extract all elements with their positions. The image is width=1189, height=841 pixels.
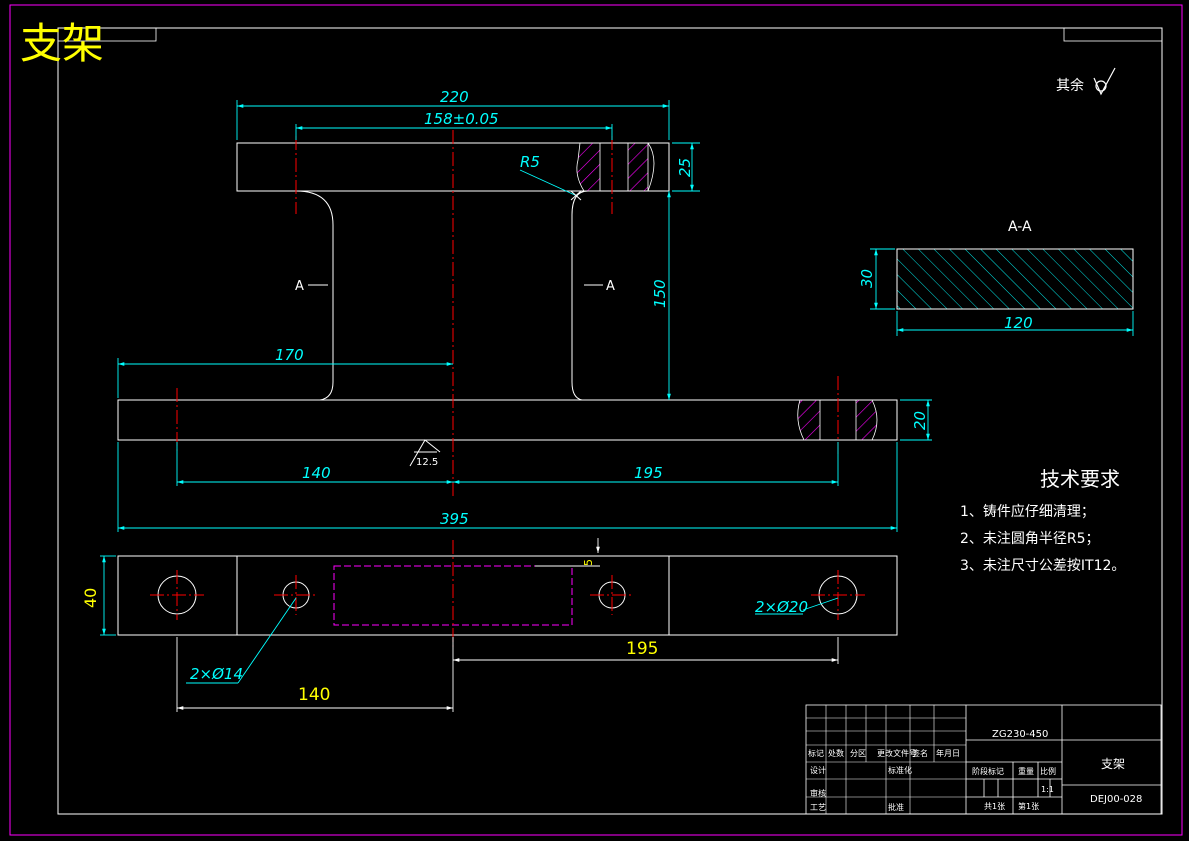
tb-standardization: 标准化 xyxy=(888,765,912,775)
tb-drawing-no: DEJ00-028 xyxy=(1090,794,1142,805)
plan-dim-195: 195 xyxy=(626,639,658,659)
tb-stage-mark: 阶段标记 xyxy=(972,766,1004,776)
roughness-note: 其余 xyxy=(1056,77,1084,94)
top-hole-break xyxy=(647,142,655,192)
dim-20: 20 xyxy=(911,411,929,430)
plan-dim-small-holes: 2×Ø14 xyxy=(190,665,243,683)
plan-view xyxy=(117,555,898,636)
tb-weight: 重量 xyxy=(1018,766,1034,776)
dim-25: 25 xyxy=(676,158,694,177)
section-dim-120: 120 xyxy=(1004,314,1033,332)
roughness-value: 12.5 xyxy=(416,457,438,468)
front-view xyxy=(117,142,898,441)
plan-dim-140: 140 xyxy=(298,685,330,705)
section-rect xyxy=(896,248,1134,310)
tb-designer: 设计 xyxy=(810,765,826,775)
plan-dims-white xyxy=(176,538,839,712)
dim-r5: R5 xyxy=(520,153,540,171)
fillet-leader-icon xyxy=(570,190,582,201)
tb-label-sign: 签名 xyxy=(912,748,928,758)
surface-roughness-icon xyxy=(409,439,441,467)
base-hole-hatch-right xyxy=(855,399,878,441)
top-hole-hatch-left xyxy=(576,142,601,192)
tb-part-name: 支架 xyxy=(1101,757,1125,771)
tb-approve: 批准 xyxy=(888,802,904,812)
inner-border xyxy=(57,27,1163,815)
dim-220: 220 xyxy=(440,88,469,106)
corner-box-right xyxy=(1063,27,1163,42)
tech-item-1: 1、铸件应仔细清理； xyxy=(960,503,1095,520)
section-dimensions xyxy=(870,248,1134,336)
dim-140: 140 xyxy=(302,464,331,482)
plan-dim-large-holes: 2×Ø20 xyxy=(755,598,808,616)
plan-dim-40: 40 xyxy=(81,588,100,608)
tb-material: ZG230-450 xyxy=(992,729,1048,740)
title-block xyxy=(805,704,1162,815)
outer-border xyxy=(9,4,1183,836)
title-block-grid xyxy=(806,705,966,814)
dim-158: 158±0.05 xyxy=(424,110,499,128)
base-hole-hatch-left xyxy=(797,399,821,441)
tb-ratio: 比例 xyxy=(1040,766,1056,776)
plan-dimensions xyxy=(100,555,839,684)
tb-craft: 工艺 xyxy=(810,803,826,812)
drawing-title: 支架 xyxy=(20,19,104,68)
dim-395: 395 xyxy=(440,510,469,528)
tb-scale: 1:1 xyxy=(1041,785,1054,794)
roughness-symbol-icon xyxy=(1093,67,1116,96)
tb-label-mark: 标记 xyxy=(808,748,824,758)
plan-dim-5: 5 xyxy=(582,559,595,566)
tb-label-count: 处数 xyxy=(828,748,844,758)
dim-150: 150 xyxy=(651,279,669,308)
tb-sheet-total: 共1张 xyxy=(984,802,1005,811)
section-dim-30: 30 xyxy=(858,269,876,288)
dim-195: 195 xyxy=(634,464,663,482)
top-hole-hatch-right xyxy=(627,142,649,192)
tb-label-change: 更改文件号 xyxy=(877,748,917,758)
tb-label-zone: 分区 xyxy=(850,749,866,758)
tb-label-date: 年月日 xyxy=(936,748,960,758)
section-letter-left: A xyxy=(295,279,304,294)
plan-centerlines xyxy=(150,540,865,650)
section-title: A-A xyxy=(1008,219,1032,235)
front-centerlines xyxy=(176,130,839,498)
corner-box-left xyxy=(57,27,157,42)
tech-item-3: 3、未注尺寸公差按IT12。 xyxy=(960,558,1125,574)
tb-sheet-no: 第1张 xyxy=(1018,801,1039,811)
tech-item-2: 2、未注圆角半径R5； xyxy=(960,531,1100,547)
section-letter-right: A xyxy=(606,279,615,294)
tech-heading: 技术要求 xyxy=(1040,467,1120,491)
front-dimensions xyxy=(117,100,932,532)
tb-review: 审核 xyxy=(810,788,826,798)
dim-170: 170 xyxy=(275,346,304,364)
